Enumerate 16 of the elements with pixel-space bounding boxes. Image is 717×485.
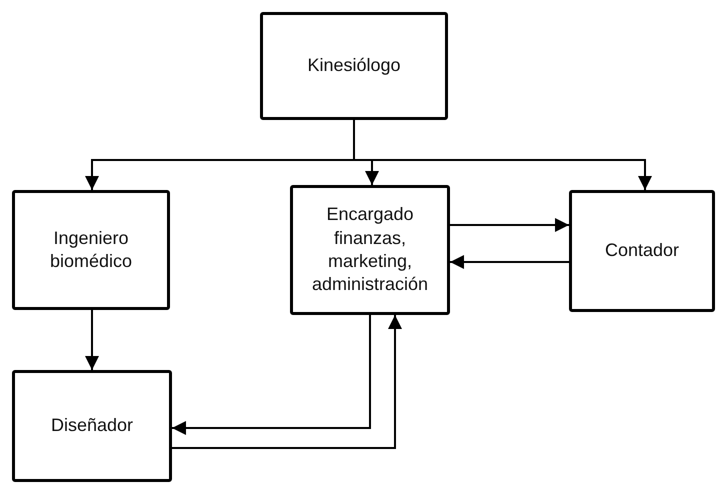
arrow [85,310,99,370]
role-label: Ingeniero biomédico [48,226,134,273]
role-label: Diseñador [50,414,134,438]
arrow [172,315,371,435]
role-box [569,190,715,312]
arrow [172,315,402,449]
arrow [450,218,569,232]
role-box [290,185,450,315]
arrow [450,255,569,269]
role-box [12,370,172,482]
arrow [353,120,652,190]
role-box [260,12,448,120]
role-label: Encargado finanzas, marketing, administración [310,203,430,296]
role-box [12,190,170,310]
role-label: Contador [604,239,680,262]
role-label: Kinesiólogo [306,54,402,78]
